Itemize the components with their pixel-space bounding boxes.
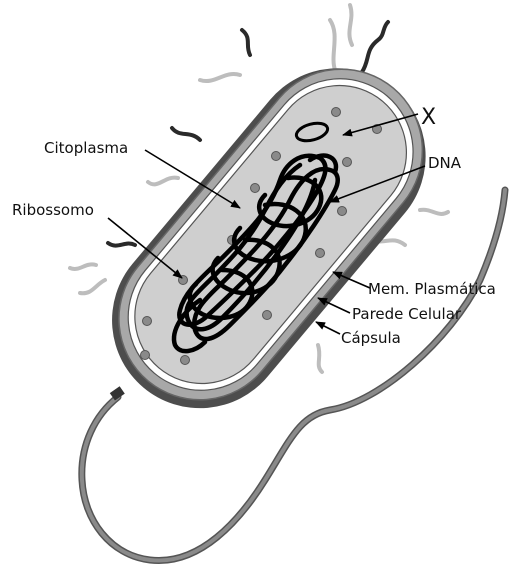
- arrow-capsula: [316, 322, 340, 334]
- ribosome: [181, 356, 190, 365]
- ribosome: [143, 317, 152, 326]
- label-x: X: [421, 105, 436, 130]
- ribosome: [343, 158, 352, 167]
- label-ribossomo: Ribossomo: [12, 201, 94, 219]
- ribosome: [338, 207, 347, 216]
- ribosome: [316, 249, 325, 258]
- ribosome: [332, 108, 341, 117]
- ribosome: [251, 184, 260, 193]
- ribosome: [263, 311, 272, 320]
- label-parede: Parede Celular: [352, 305, 462, 323]
- label-capsula: Cápsula: [341, 329, 401, 347]
- ribosome: [141, 351, 150, 360]
- ribosome: [272, 152, 281, 161]
- label-dna: DNA: [428, 154, 462, 172]
- label-citoplasma: Citoplasma: [44, 139, 128, 157]
- label-membrana: Mem. Plasmática: [368, 280, 496, 298]
